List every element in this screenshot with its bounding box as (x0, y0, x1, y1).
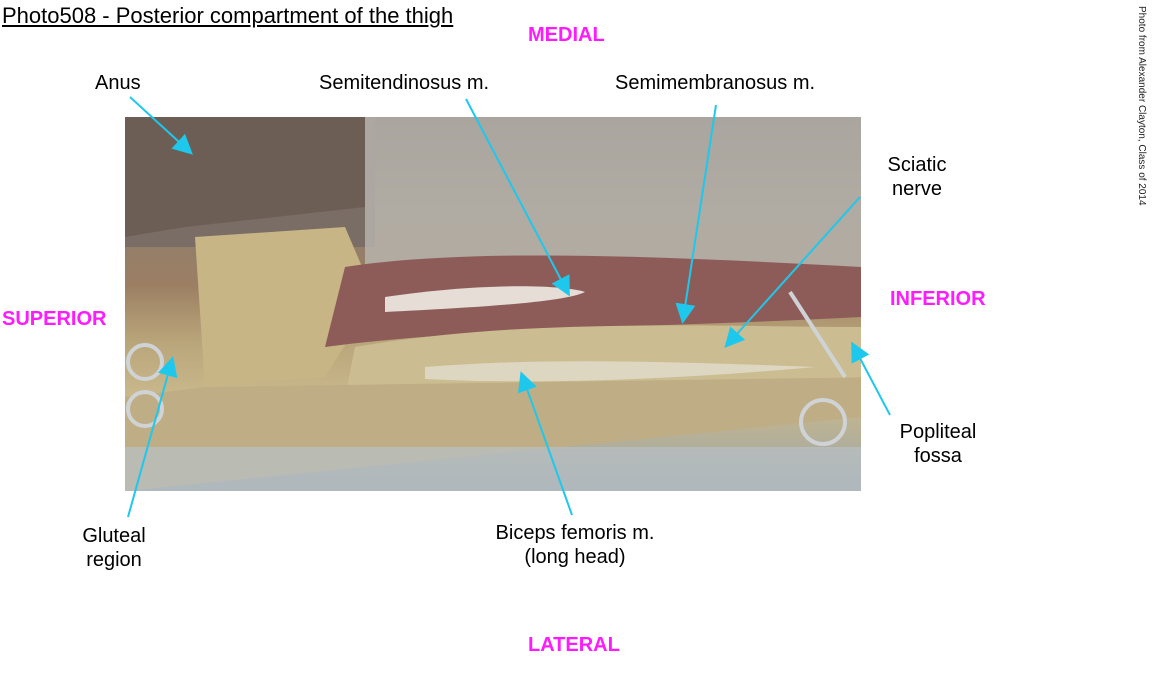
direction-inferior: INFERIOR (890, 288, 986, 310)
dissection-photo (125, 117, 861, 491)
label-semimembranosus: Semimembranosus m. (615, 72, 816, 94)
label-anus: Anus (95, 72, 141, 94)
photo-illustration (125, 117, 861, 491)
label-sciatic-line1: Sciatic (887, 154, 947, 176)
label-popliteal-line1: Popliteal (899, 421, 977, 443)
pointer-biceps-femoris (517, 371, 573, 516)
pointer-semitendinosus (465, 98, 570, 297)
pointer-gluteal-region (127, 356, 178, 518)
page-title: Photo508 - Posterior compartment of the … (2, 3, 454, 28)
pointer-sciatic-nerve (724, 196, 861, 348)
label-gluteal-line2: region (86, 549, 142, 571)
direction-lateral: LATERAL (528, 634, 620, 656)
label-biceps-line1: Biceps femoris m. (495, 522, 655, 544)
direction-superior: SUPERIOR (2, 308, 107, 330)
label-biceps-femoris: Biceps femoris m. (long head) (480, 521, 670, 569)
label-sciatic-nerve: Sciatic nerve (882, 153, 952, 201)
label-semitendinosus: Semitendinosus m. (319, 72, 490, 94)
direction-medial: MEDIAL (528, 24, 605, 46)
pointer-semimembranosus (675, 104, 717, 324)
pointer-popliteal-fossa (851, 341, 891, 416)
label-popliteal-line2: fossa (914, 445, 962, 467)
label-sciatic-line2: nerve (891, 178, 943, 200)
photo-credit: Photo from Alexander Clayton, Class of 2… (1136, 6, 1147, 206)
label-gluteal-line1: Gluteal (82, 525, 146, 547)
pointer-anus (129, 96, 193, 155)
label-popliteal-fossa: Popliteal fossa (890, 420, 986, 468)
label-gluteal-region: Gluteal region (76, 524, 152, 572)
label-biceps-line2: (long head) (524, 546, 626, 568)
